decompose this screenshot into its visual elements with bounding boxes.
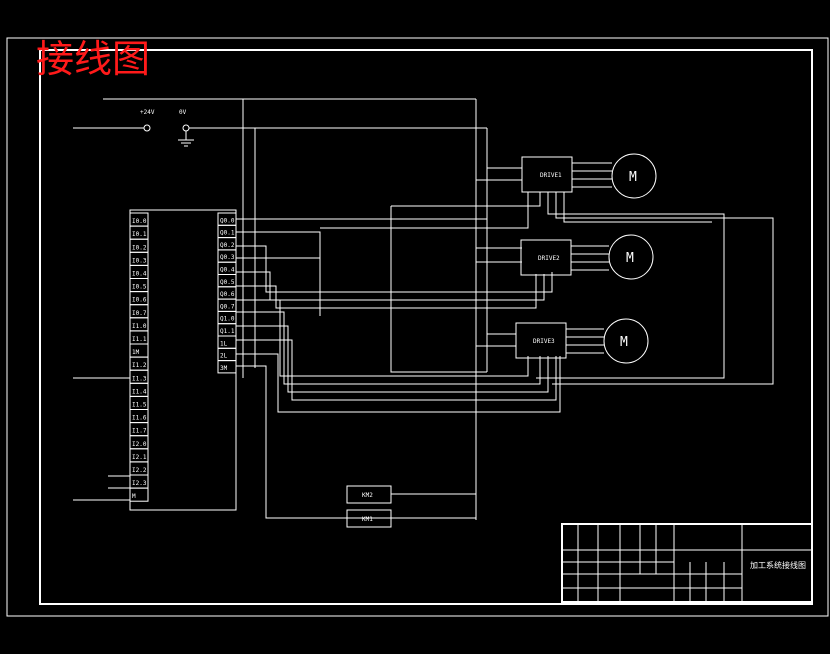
relay-km2-label: KM2 <box>362 492 373 499</box>
plc-output-terminal-label: 1L <box>220 340 228 347</box>
driver-2: DRIVE2 M <box>520 234 654 280</box>
plc-input-terminal-label: I2.0 <box>132 441 147 448</box>
plc-input-terminal-label: I1.5 <box>132 402 147 409</box>
plc-output-terminal-label: Q0.0 <box>220 217 235 224</box>
plc-input-terminal-label: I1.0 <box>132 323 147 330</box>
plus24v-label: +24V <box>140 109 155 116</box>
plc-input-terminal-label: 1M <box>132 349 140 356</box>
plc-input-terminal-label: I1.2 <box>132 362 147 369</box>
plc-input-terminal-label: I1.3 <box>132 375 147 382</box>
driver-2-motor-leads <box>571 245 609 271</box>
driver-1-motor-leads <box>572 162 612 188</box>
page-title: 接线图 <box>36 37 150 81</box>
plc-input-terminal-label: I0.1 <box>132 231 147 238</box>
inner-frame <box>39 49 813 605</box>
plc-input-terminal-label: I0.2 <box>132 244 147 251</box>
motor-2 <box>608 234 654 280</box>
plc-right-terminals: Q0.0Q0.1Q0.2Q0.3Q0.4Q0.5Q0.6Q0.7Q1.0Q1.1… <box>217 212 237 374</box>
motor-1 <box>611 153 657 199</box>
driver-1-box <box>521 156 573 193</box>
plc-output-terminal-label: Q1.0 <box>220 316 235 323</box>
plc-input-terminal-label: I2.1 <box>132 454 147 461</box>
driver-3: DRIVE3 M <box>515 318 649 364</box>
wiring <box>236 99 774 519</box>
plc-input-terminal-cell <box>129 487 149 502</box>
plc-input-terminal-label: I1.4 <box>132 388 147 395</box>
driver-3-label: DRIVE3 <box>533 338 555 345</box>
plc-output-terminal-label: Q0.4 <box>220 267 235 274</box>
relay-km2 <box>346 485 392 504</box>
plc-output-terminal-label: Q0.5 <box>220 279 235 286</box>
outer-frame <box>6 37 829 617</box>
title-block-name: 加工系统接线图 <box>750 560 806 570</box>
plc-output-terminal-label: Q0.2 <box>220 242 235 249</box>
plc-output-terminal-label: 2L <box>220 353 228 360</box>
motor-3-label: M <box>620 335 628 350</box>
power-rail <box>73 98 488 520</box>
driver-2-label: DRIVE2 <box>538 255 560 262</box>
plc-output-terminal-cell <box>217 360 237 374</box>
plc-input-terminal-label: I0.4 <box>132 271 147 278</box>
plc-input-terminal-label: I0.6 <box>132 297 147 304</box>
plc-input-terminal-label: I0.3 <box>132 257 147 264</box>
plc-output-terminal-label: Q0.7 <box>220 303 235 310</box>
driver-2-box <box>520 239 572 276</box>
zero-volt-label: 0V <box>179 109 187 116</box>
plc-output-terminal-label: Q0.3 <box>220 254 235 261</box>
plc-input-terminal-label: I1.7 <box>132 428 147 435</box>
driver-3-motor-leads <box>566 328 604 354</box>
plc-output-terminal-label: Q0.1 <box>220 230 235 237</box>
plc-input-terminal-label: M <box>132 493 136 500</box>
plc-input-terminal-label: I1.6 <box>132 415 147 422</box>
driver-3-box <box>515 322 567 359</box>
plc-input-terminal-label: I0.5 <box>132 284 147 291</box>
motor-1-label: M <box>629 170 637 185</box>
plc-left-terminals: I0.0I0.1I0.2I0.3I0.4I0.5I0.6I0.7I1.0I1.1… <box>129 212 149 502</box>
motor-3 <box>603 318 649 364</box>
input-leads <box>73 377 130 501</box>
relay-km1-label: KM1 <box>362 516 373 523</box>
relay-km1 <box>346 509 392 528</box>
plc-input-terminal-label: I0.0 <box>132 218 147 225</box>
plc-output-terminal-label: Q1.1 <box>220 328 235 335</box>
driver-1: DRIVE1 M <box>521 153 657 199</box>
plc-input-terminal-label: I2.3 <box>132 480 147 487</box>
plc-input-terminal-label: I0.7 <box>132 310 147 317</box>
title-block-frame <box>561 523 813 603</box>
driver-1-label: DRIVE1 <box>540 172 562 179</box>
motor-2-label: M <box>626 251 634 266</box>
plc-output-terminal-label: 3M <box>220 365 228 372</box>
plc-input-terminal-label: I1.1 <box>132 336 147 343</box>
plc-input-terminal-label: I2.2 <box>132 467 147 474</box>
plc-output-terminal-label: Q0.6 <box>220 291 235 298</box>
